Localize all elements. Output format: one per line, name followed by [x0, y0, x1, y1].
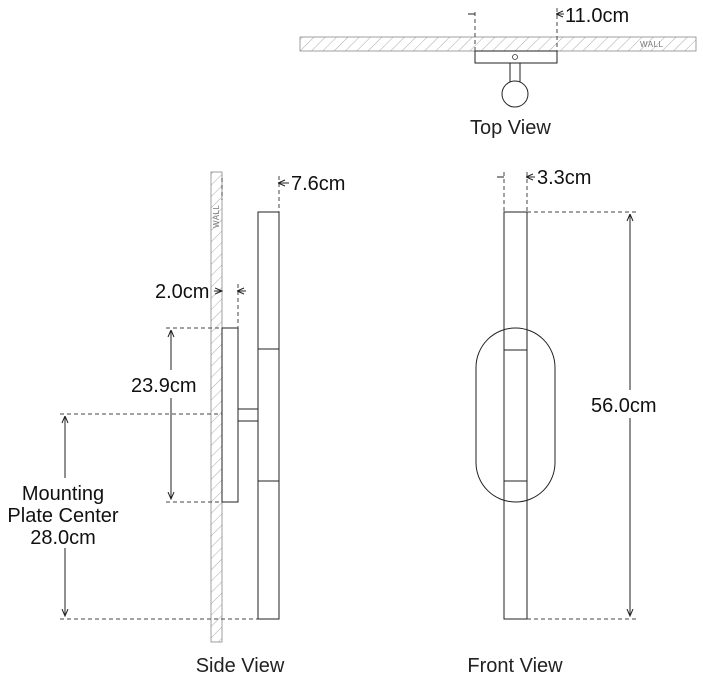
top-plate-screw-icon: [512, 54, 518, 60]
front-mounting-plate-oval: [475, 327, 556, 503]
top-view: WALL 11.0cm Top View: [299, 5, 697, 139]
mounting-center-label-line2: Plate Center: [7, 505, 119, 527]
top-view-caption: Top View: [470, 117, 551, 139]
total-height-dimension: 56.0cm: [591, 395, 657, 417]
side-mounting-plate: [221, 327, 239, 503]
top-width-dimension: 11.0cm: [565, 5, 629, 27]
side-view-caption: Side View: [196, 655, 285, 677]
side-tube-lower: [257, 480, 280, 620]
side-tube-diameter-dimension: 7.6cm: [291, 173, 345, 195]
side-wall: [210, 171, 223, 643]
plate-depth-dimension: 2.0cm: [155, 281, 209, 303]
side-tube-middle: [257, 348, 280, 482]
front-tube-upper: [503, 211, 528, 351]
side-wall-label: WALL: [212, 204, 221, 228]
front-tube-middle: [503, 349, 528, 482]
plate-height-dimension: 23.9cm: [131, 375, 197, 397]
top-wall: [299, 36, 697, 52]
front-tube-lower: [503, 480, 528, 620]
top-mounting-plate: [474, 50, 558, 64]
top-wall-label: WALL: [640, 40, 664, 49]
front-view-caption: Front View: [467, 655, 563, 677]
mounting-center-value: 28.0cm: [30, 527, 96, 549]
side-view: WALL 7.6cm 2.0cm 23.9cm Mounting Plate C…: [7, 171, 345, 677]
top-lamp-tube: [501, 80, 529, 108]
front-tube-width-dimension: 3.3cm: [537, 167, 591, 189]
front-view: 3.3cm 56.0cm Front View: [467, 167, 656, 677]
side-tube-upper: [257, 211, 280, 350]
mounting-center-label-line1: Mounting: [22, 483, 104, 505]
